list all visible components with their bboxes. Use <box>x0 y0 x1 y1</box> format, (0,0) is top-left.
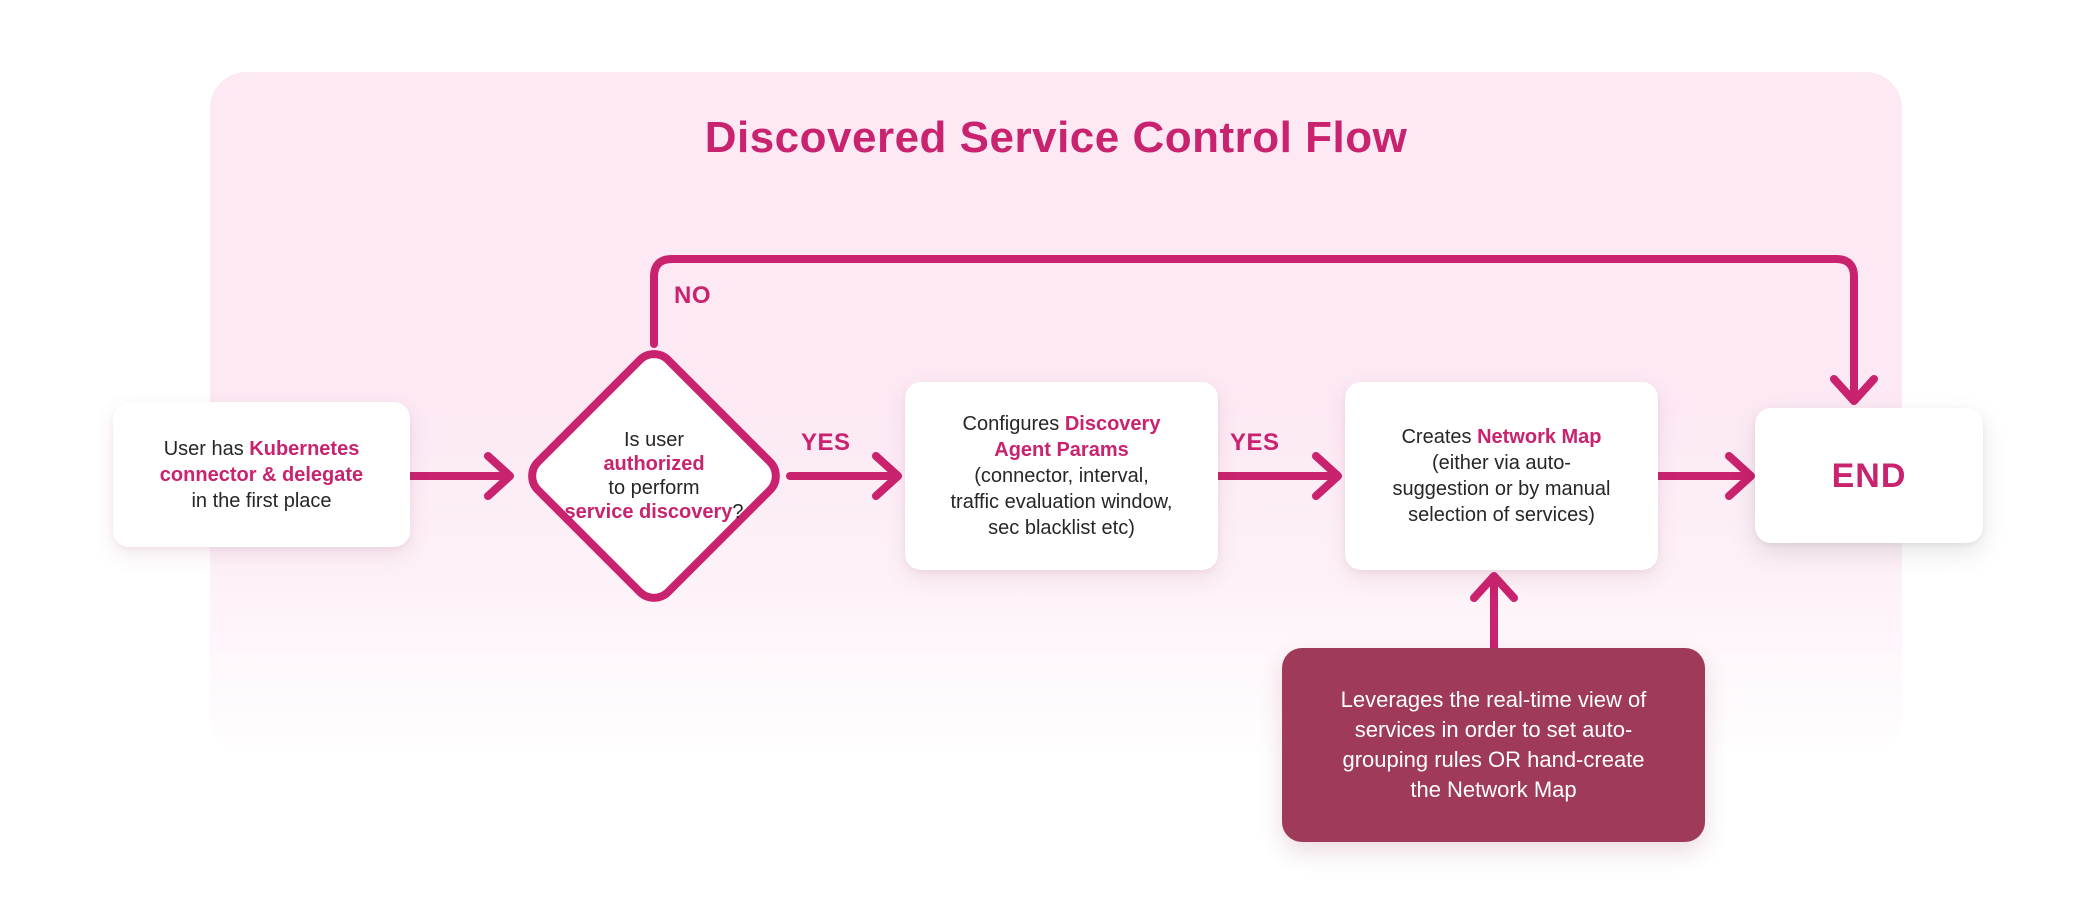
label-yes-1: YES <box>801 429 851 456</box>
text-segment: to perform <box>608 477 700 499</box>
configure-node: Configures Discovery Agent Params (conne… <box>905 382 1218 570</box>
end-label: END <box>1831 456 1907 495</box>
text-segment-accent: Kubernetes <box>249 437 360 460</box>
start-node: User has Kubernetes connector & delegate… <box>113 402 410 547</box>
label-yes-2: YES <box>1230 429 1280 456</box>
text-segment: suggestion or by manual <box>1392 478 1611 500</box>
node-text-line: suggestion or by manual <box>1393 476 1611 502</box>
text-segment-accent: service discovery <box>564 501 733 523</box>
text-segment: selection of services) <box>1408 504 1595 526</box>
text-segment: (either via auto- <box>1432 452 1571 474</box>
text-segment-accent: authorized <box>603 453 705 475</box>
create-map-node: Creates Network Map (either via auto- su… <box>1345 382 1658 570</box>
node-text-line: (either via auto- <box>1432 450 1571 476</box>
text-segment: Is user <box>623 429 685 451</box>
text-segment-accent: Network Map <box>1477 426 1602 448</box>
text-segment: in the first place <box>191 489 332 512</box>
end-node: END <box>1755 408 1983 543</box>
node-text-line: sec blacklist etc) <box>988 515 1135 541</box>
note-text-line: services in order to set auto- <box>1354 717 1633 742</box>
node-text-line: Configures Discovery <box>963 411 1161 437</box>
node-text-line: Is user <box>624 428 684 452</box>
node-text-line: connector & delegate <box>160 462 363 488</box>
text-segment-accent: Discovery <box>1064 413 1161 435</box>
node-text-line: authorized <box>603 452 704 476</box>
node-text-line: Creates Network Map <box>1401 424 1601 450</box>
node-text-line: User has Kubernetes <box>164 436 360 462</box>
diagram-title: Discovered Service Control Flow <box>704 113 1408 162</box>
text-segment-accent: Agent Params <box>994 439 1129 461</box>
node-text-line: service discovery? <box>564 500 743 524</box>
note-box: Leverages the real-time view of services… <box>1282 648 1705 842</box>
text-segment: User has <box>163 437 250 460</box>
text-segment: ? <box>732 501 744 523</box>
note-text-line: the Network Map <box>1410 777 1577 802</box>
text-segment: (connector, interval, <box>974 465 1149 487</box>
node-text-line: to perform <box>608 476 699 500</box>
decision-node: Is user authorized to perform service di… <box>534 404 774 548</box>
text-segment: Creates <box>1401 426 1478 448</box>
node-text-line: traffic evaluation window, <box>951 489 1173 515</box>
text-segment: Configures <box>962 413 1065 435</box>
text-segment-accent: connector & delegate <box>159 463 364 486</box>
text-segment: traffic evaluation window, <box>950 491 1173 513</box>
node-text-line: Agent Params <box>994 437 1129 463</box>
text-segment: sec blacklist etc) <box>988 517 1135 539</box>
label-no: NO <box>674 282 711 309</box>
node-text-line: in the first place <box>191 488 331 514</box>
note-text-line: grouping rules OR hand-create <box>1342 747 1645 772</box>
node-text-line: (connector, interval, <box>974 463 1149 489</box>
note-text-line: Leverages the real-time view of <box>1340 687 1647 712</box>
node-text-line: selection of services) <box>1408 502 1595 528</box>
